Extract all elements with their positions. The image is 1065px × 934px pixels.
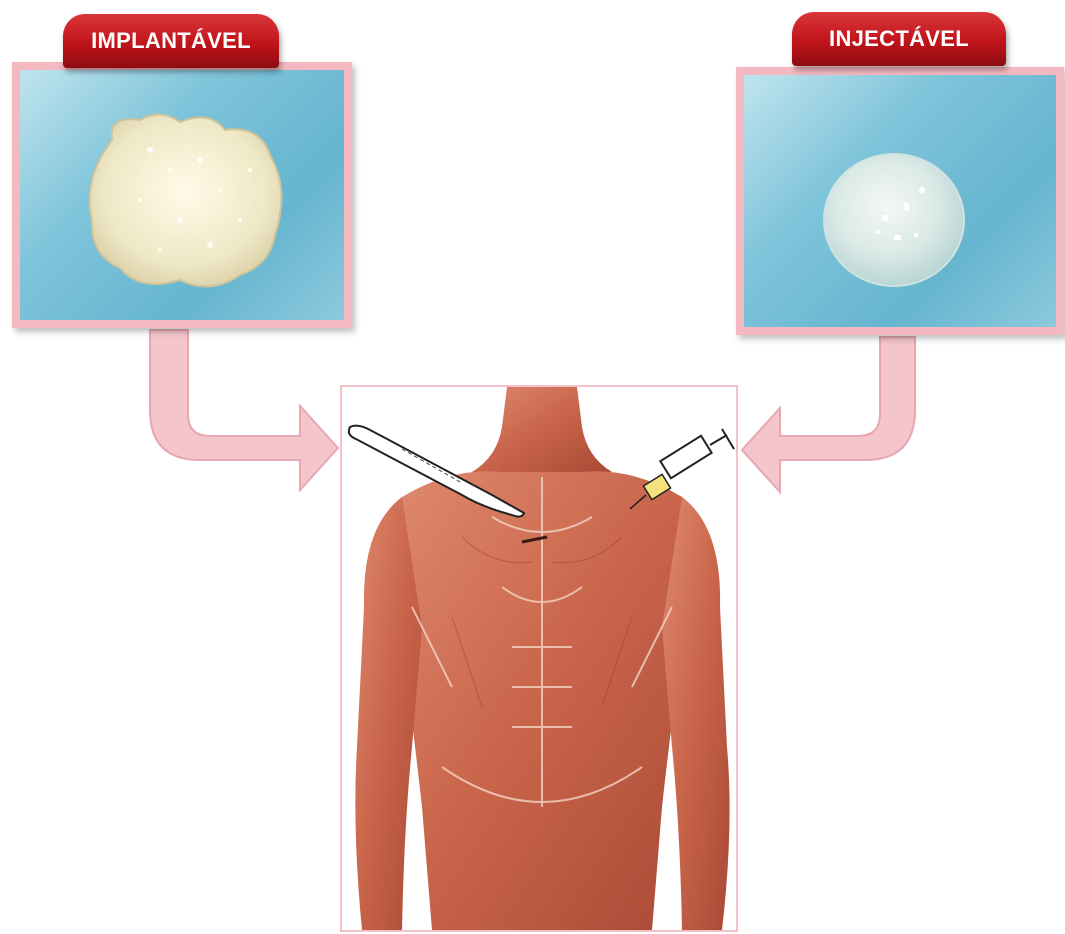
implant-badge: IMPLANTÁVEL (63, 14, 279, 68)
inject-badge: INJECTÁVEL (792, 12, 1006, 66)
scaffold-shape (90, 114, 282, 286)
hydrogel-drop (824, 154, 964, 286)
implant-scaffold-photo (20, 70, 344, 320)
inject-photo-frame (736, 67, 1064, 335)
implant-label: IMPLANTÁVEL (91, 28, 251, 54)
inject-label: INJECTÁVEL (829, 26, 969, 52)
implant-arrow (150, 330, 338, 490)
anatomy-frame (340, 385, 738, 932)
inject-hydrogel-photo (744, 75, 1056, 327)
implant-photo-frame (12, 62, 352, 328)
inject-arrow (742, 337, 915, 492)
muscle-anatomy-figure (342, 387, 736, 930)
